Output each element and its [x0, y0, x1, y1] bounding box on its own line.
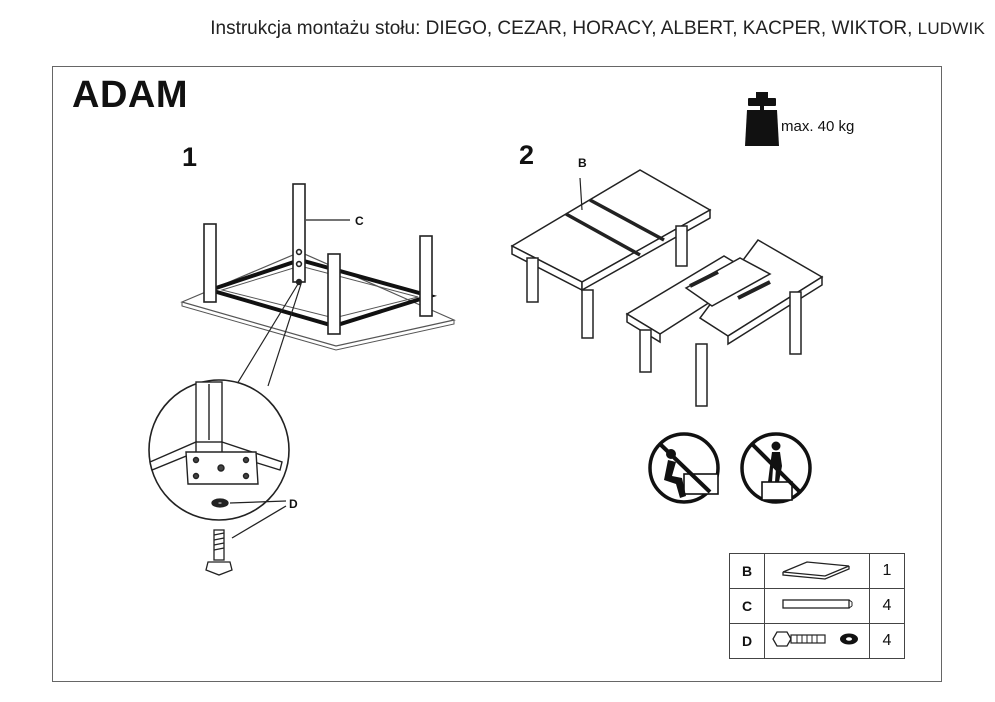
- part-quantity: 4: [869, 623, 905, 659]
- callout-b: B: [578, 156, 587, 170]
- table-row: D 4: [729, 623, 905, 659]
- step-2-table-extended: [625, 239, 824, 407]
- header-title: Instrukcja montażu stołu: DIEGO, CEZAR, …: [210, 18, 908, 39]
- callout-c: C: [355, 214, 364, 228]
- part-quantity: 1: [869, 553, 905, 589]
- leg-c: [292, 183, 306, 283]
- tabletop-leaf-icon: [764, 553, 870, 589]
- no-sitting-icon: [648, 432, 720, 504]
- instruction-frame: [52, 66, 942, 682]
- step-1-bolt-washer: [205, 498, 287, 576]
- step-2-table-closed: [510, 169, 712, 339]
- part-code: B: [729, 553, 765, 589]
- step-1-number: 1: [182, 142, 198, 172]
- part-code: D: [729, 623, 765, 659]
- part-quantity: 4: [869, 588, 905, 624]
- table-row: B 1: [729, 553, 905, 589]
- model-name: ADAM: [72, 74, 188, 116]
- leg-bar-icon: [764, 588, 870, 624]
- parts-list-table: B 1 C 4 D: [729, 553, 905, 659]
- weight-icon: [745, 92, 779, 146]
- bolt-washer-icon: [764, 623, 870, 659]
- no-standing-icon: [740, 432, 812, 504]
- table-row: C 4: [729, 588, 905, 624]
- max-load-label: max. 40 kg: [781, 118, 855, 135]
- part-code: C: [729, 588, 765, 624]
- step-1-frame-drawing: [180, 183, 456, 351]
- document-header: Instrukcja montażu stołu: DIEGO, CEZAR, …: [210, 18, 985, 39]
- callout-d: D: [289, 497, 298, 511]
- step-2-number: 2: [519, 140, 535, 170]
- step-1-detail-zoom: [148, 379, 290, 521]
- header-last-model: LUDWIK: [917, 19, 985, 38]
